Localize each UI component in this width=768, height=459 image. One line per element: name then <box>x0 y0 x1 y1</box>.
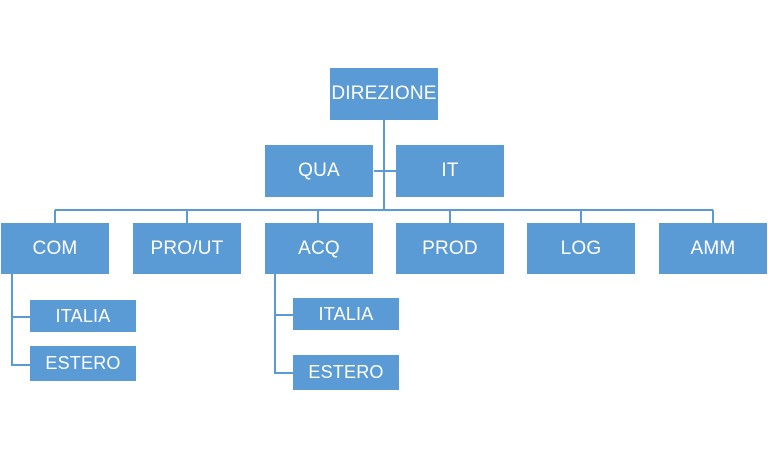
node-acq: ACQ <box>265 223 373 274</box>
node-it: IT <box>396 145 504 197</box>
connector-acq-italia <box>274 274 293 316</box>
node-direzione: DIREZIONE <box>330 68 438 120</box>
node-pro-ut: PRO/UT <box>133 223 241 274</box>
node-com-italia: ITALIA <box>30 300 136 332</box>
node-prod: PROD <box>396 223 504 274</box>
node-acq-italia: ITALIA <box>293 298 399 330</box>
node-qua: QUA <box>265 145 373 197</box>
connector-acq-estero <box>274 315 293 374</box>
node-acq-estero: ESTERO <box>293 355 399 390</box>
connector-com-estero <box>11 317 30 366</box>
node-com-estero: ESTERO <box>30 346 136 381</box>
connector-com-italia <box>11 274 30 318</box>
node-log: LOG <box>527 223 635 274</box>
node-amm: AMM <box>659 223 767 274</box>
node-com: COM <box>1 223 109 274</box>
